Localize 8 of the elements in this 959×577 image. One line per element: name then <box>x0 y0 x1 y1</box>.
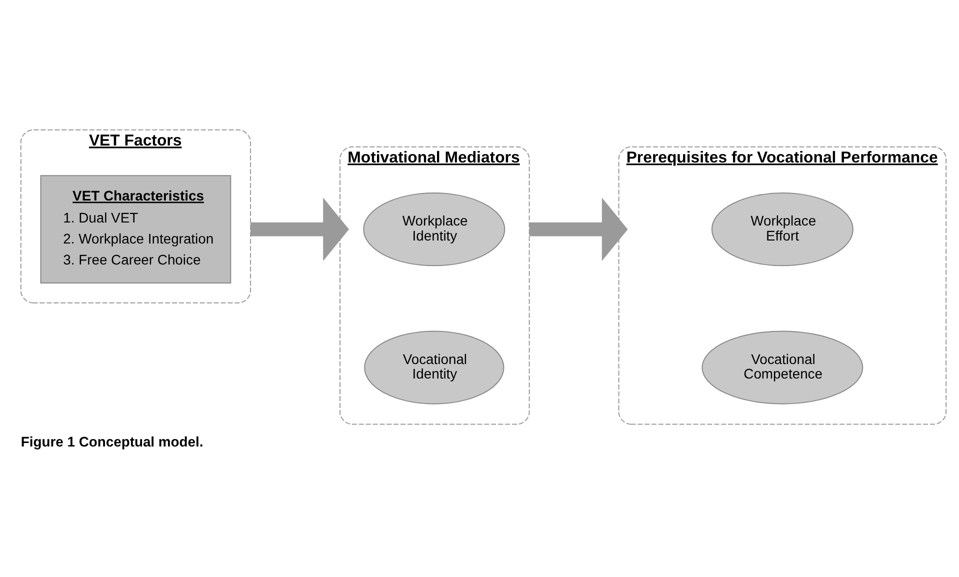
node-ellipse: Vocational Identity <box>364 330 504 404</box>
arrow <box>250 198 349 262</box>
node-ellipse: Workplace Effort <box>711 192 854 266</box>
node-ellipse: Vocational Competence <box>702 330 864 404</box>
node-box: VET Characteristics 1. Dual VET 2. Workplace Integration 3. Free Career Choice <box>40 175 232 284</box>
node-ellipse: Workplace Identity <box>363 192 506 266</box>
arrow <box>529 198 628 262</box>
caption: Figure 1 Conceptual model. <box>20 433 204 450</box>
